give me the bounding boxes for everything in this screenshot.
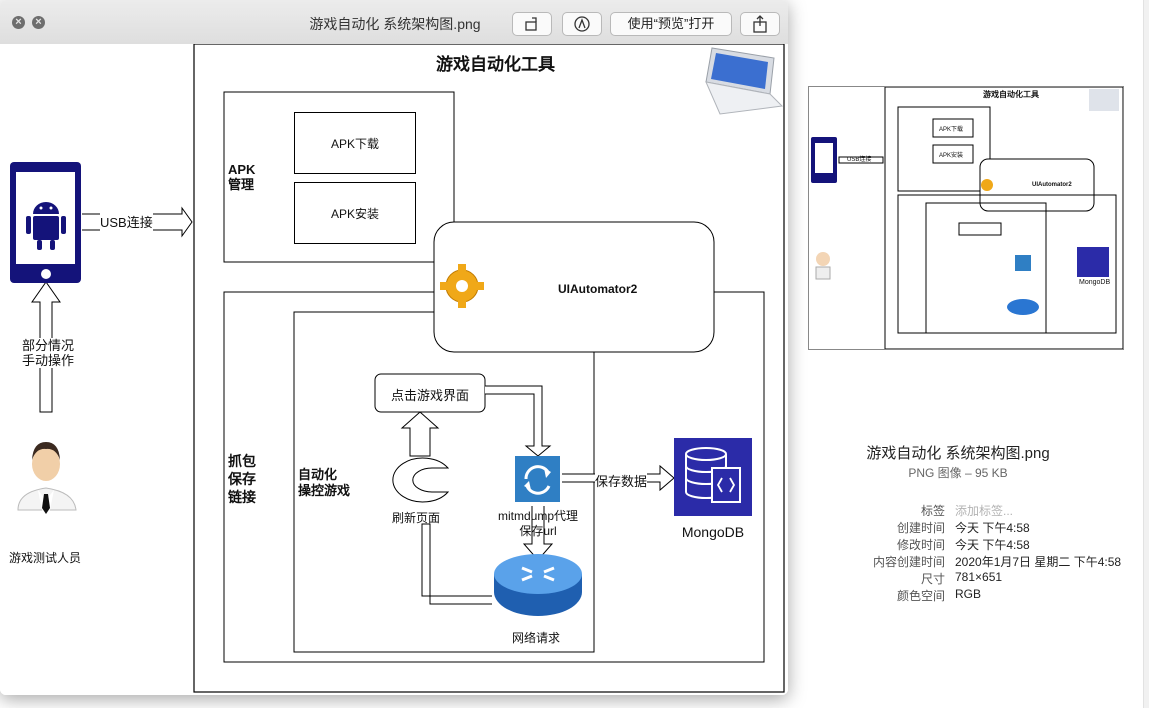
save-data-label: 保存数据 — [595, 471, 648, 490]
fullscreen-icon: × — [35, 16, 42, 28]
android-phone-icon — [10, 162, 81, 283]
mongodb-label: MongoDB — [681, 524, 745, 540]
window-title: 游戏自动化 系统架构图.png — [309, 16, 481, 32]
gear-icon — [440, 264, 484, 308]
rotate-icon — [525, 17, 537, 31]
fullscreen-button[interactable]: × — [32, 16, 45, 29]
info-label-dimensions: 尺寸 — [920, 572, 945, 586]
window-edge — [1143, 0, 1149, 708]
tester-label: 游戏测试人员 — [9, 551, 82, 565]
tester-person-icon — [17, 442, 77, 516]
thumbnail-apk-download: APK下载 — [939, 127, 964, 133]
capture-group-label: 抓包 保存 链接 — [228, 453, 256, 505]
close-icon: × — [15, 16, 22, 28]
markup-icon — [574, 16, 590, 32]
info-label-modified: 修改时间 — [896, 538, 945, 552]
thumbnail-mongodb: MongoDB — [1079, 279, 1111, 286]
thumbnail-apk-install: APK安装 — [939, 153, 964, 159]
info-tags-input[interactable]: 添加标签... — [955, 504, 1014, 518]
laptop-icon — [705, 47, 784, 115]
sync-icon — [515, 456, 560, 502]
apk-download-label: APK下载 — [330, 137, 379, 151]
uiautomator-label: UIAutomator2 — [558, 282, 638, 296]
apk-download-box — [294, 112, 416, 174]
diagram-canvas: 游戏自动化工具 APK 管理 APK下载 APK安装 UIAutomator2 … — [0, 44, 788, 695]
router-icon — [494, 554, 582, 616]
proxy-label: mitmdump代理 保存url — [497, 509, 578, 538]
info-label-tags: 标签 — [920, 504, 945, 518]
diagram-lines — [10, 44, 785, 693]
info-filename: 游戏自动化 系统架构图.png — [866, 445, 1050, 462]
diagram-title: 游戏自动化工具 — [436, 55, 555, 74]
thumbnail-diagram — [811, 87, 1123, 349]
thumbnail-title: 游戏自动化工具 — [983, 90, 1039, 99]
click-ui-label: 点击游戏界面 — [390, 388, 469, 403]
quicklook-window: × × 游戏自动化 系统架构图.png 使用“预览”打开 — [0, 0, 788, 695]
apk-group-label: APK 管理 — [228, 162, 256, 192]
info-label-content-created: 内容创建时间 — [872, 555, 945, 569]
apk-install-label: APK安装 — [330, 207, 379, 221]
markup-button[interactable] — [562, 12, 602, 36]
share-icon — [753, 15, 767, 33]
titlebar: × × 游戏自动化 系统架构图.png 使用“预览”打开 — [0, 0, 788, 45]
refresh-label: 刷新页面 — [392, 511, 441, 525]
share-button[interactable] — [740, 12, 780, 36]
info-content-created: 2020年1月7日 星期二 下午4:58 — [955, 555, 1122, 569]
rotate-button[interactable] — [512, 12, 552, 36]
info-kind: PNG 图像 – 95 KB — [908, 466, 1008, 480]
apk-install-box — [294, 182, 416, 244]
info-colorspace: RGB — [955, 587, 982, 601]
manual-label: 部分情况 手动操作 — [22, 338, 75, 368]
thumbnail-usb: USB连接 — [847, 157, 872, 163]
info-modified: 今天 下午4:58 — [955, 538, 1030, 552]
info-label-created: 创建时间 — [896, 521, 945, 535]
info-dimensions: 781×651 — [955, 570, 1003, 584]
mongodb-icon — [674, 438, 752, 516]
thumbnail-uiautomator: UIAutomator2 — [1032, 182, 1072, 188]
file-thumbnail[interactable]: 游戏自动化工具 APK下载 APK安装 UIAutomator2 USB连接 M… — [808, 86, 1124, 350]
usb-label: USB连接 — [100, 212, 153, 231]
open-with-preview-button[interactable]: 使用“预览”打开 — [610, 12, 732, 36]
info-label-colorspace: 颜色空间 — [896, 589, 945, 603]
network-label: 网络请求 — [512, 631, 561, 645]
info-created: 今天 下午4:58 — [955, 521, 1030, 535]
auto-group-label: 自动化 操控游戏 — [298, 467, 351, 498]
close-button[interactable]: × — [12, 16, 25, 29]
